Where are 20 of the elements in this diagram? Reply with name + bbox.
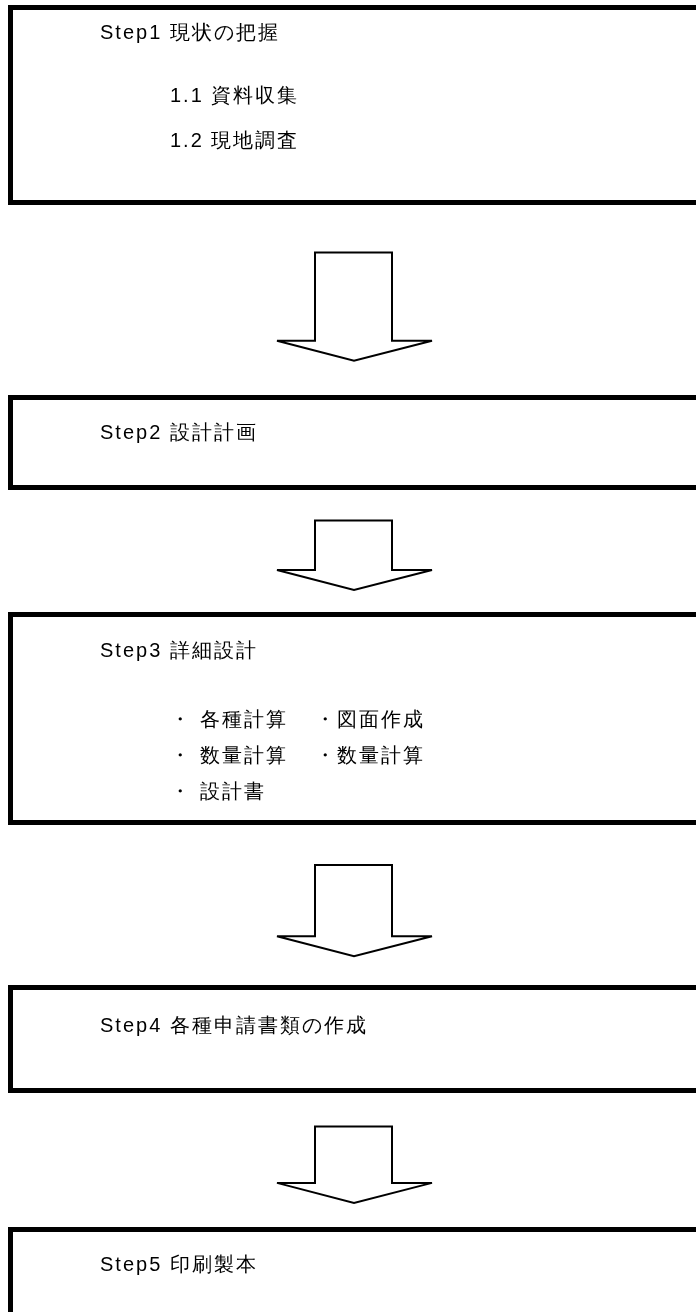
step-heading: Step1 現状の把握 — [100, 20, 280, 44]
list-item: ・図面作成 — [315, 707, 425, 731]
list-item: ・ 各種計算 — [170, 707, 288, 731]
list-item: 1.2 現地調査 — [170, 128, 300, 152]
block-arrow — [276, 1125, 433, 1204]
step-heading: Step3 詳細設計 — [100, 638, 258, 662]
step-box — [8, 395, 696, 490]
block-arrow — [276, 864, 433, 958]
list-item: ・数量計算 — [315, 743, 425, 767]
step-heading: Step4 各種申請書類の作成 — [100, 1013, 368, 1037]
step-heading: Step5 印刷製本 — [100, 1252, 258, 1276]
step-box — [8, 985, 696, 1093]
list-item: 1.1 資料収集 — [170, 83, 300, 107]
block-arrow — [276, 519, 433, 592]
list-item: ・ 設計書 — [170, 779, 266, 803]
step-box — [8, 612, 696, 825]
step-box — [8, 5, 696, 205]
list-item: ・ 数量計算 — [170, 743, 288, 767]
step-heading: Step2 設計計画 — [100, 420, 258, 444]
block-arrow — [276, 251, 433, 362]
